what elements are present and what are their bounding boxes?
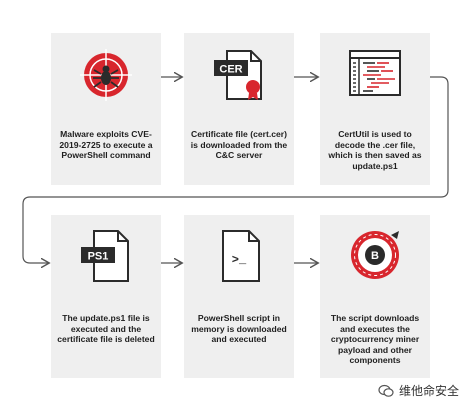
step-text-2: Certificate file (cert.cer) is downloade…: [190, 129, 288, 161]
step-text-4: The update.ps1 file is executed and the …: [57, 313, 155, 345]
step-text-1: Malware exploits CVE-2019-2725 to execut…: [59, 129, 153, 161]
step-card-1: Malware exploits CVE-2019-2725 to execut…: [51, 33, 161, 185]
step-card-4: PS1 The update.ps1 file is executed and …: [51, 215, 161, 378]
ps1-file-icon: PS1: [81, 230, 129, 282]
cer-badge: CER: [219, 64, 242, 76]
ps1-badge: PS1: [88, 251, 109, 263]
step-card-3: CertUtil is used to decode the .cer file…: [320, 33, 430, 185]
bitcoin-badge: B: [371, 250, 379, 262]
step-card-2: CER Certificate file (cert.cer) is downl…: [184, 33, 294, 185]
step-card-6: B The script downloads and executes the …: [320, 215, 430, 378]
wechat-logo-icon: [378, 384, 394, 397]
watermark-text: 维他命安全: [398, 384, 459, 398]
step-card-5: >_ PowerShell script in memory is downlo…: [184, 215, 294, 378]
watermark: 维他命安全: [378, 382, 459, 399]
step-text-3: CertUtil is used to decode the .cer file…: [328, 129, 422, 171]
cer-file-icon: CER: [214, 50, 262, 100]
bitcoin-coin-icon: B: [351, 231, 399, 279]
spider-bug-icon: [80, 49, 132, 101]
script-file-icon: >_: [222, 230, 260, 282]
step-text-6: The script downloads and executes the cr…: [330, 313, 420, 366]
prompt-glyph: >_: [232, 253, 247, 267]
code-window-icon: [349, 50, 401, 96]
step-text-5: PowerShell script in memory is downloade…: [191, 313, 287, 345]
